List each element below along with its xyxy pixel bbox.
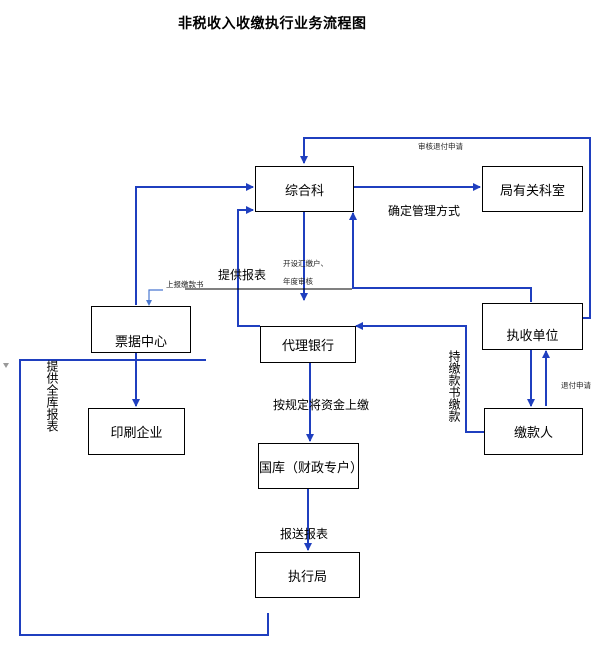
node-piaoju: 票据中心 [91,306,191,353]
node-guoku: 国库（财政专户） [258,443,364,489]
node-yinshua: 印刷企业 [88,408,185,455]
node-zhixing: 执行局 [255,552,360,598]
label-queding: 确定管理方式 [388,204,461,218]
label-niandu: 年度审核 [283,277,313,286]
label-chi-jiaokuan: 持缴款书缴款 [447,350,461,422]
label-kaishe: 开设汇缴户、 [283,259,328,268]
label-shenhe-top: 审核退付申请 [418,142,463,151]
edge-zhixing-loop [19,359,269,636]
label-shangbao: 上报缴款书 [166,280,204,289]
node-daili-label: 代理银行 [281,339,334,354]
label-tigong-baobiao: 提供报表 [218,268,267,282]
node-zonghe-label: 综合科 [284,183,324,199]
label-an-guiding: 按规定将资金上缴 [273,398,370,412]
edge-piaoju-to-zonghe [135,183,254,305]
edge-daili-to-zonghe [237,206,260,327]
node-juyou-label: 局有关科室 [499,183,565,199]
label-baosong: 报送报表 [280,527,329,541]
node-zonghe: 综合科 [255,166,354,212]
node-zhishou: 执收单位 [482,303,583,350]
edge-zhishou-to-zonghe [349,212,532,302]
node-zhishou-label: 执收单位 [506,329,559,344]
side-marker [3,363,9,368]
node-yinshua-label: 印刷企业 [110,426,163,441]
label-tigong-quanku: 提供全库报表 [45,360,59,432]
label-tuifu: 退付申请 [561,381,591,390]
edge-shangbao-arrow [148,289,163,303]
node-guoku-label: 国库（财政专户） [259,460,364,476]
diagram-title: 非税收入收缴执行业务流程图 [178,16,367,32]
node-daili: 代理银行 [260,326,356,363]
node-juyou: 局有关科室 [482,166,583,212]
node-jiaokuan: 缴款人 [484,408,583,455]
edge-zhishou-to-zonghe-top [300,137,591,319]
node-jiaokuan-label: 缴款人 [513,426,553,441]
node-zhixing-label: 执行局 [287,569,327,585]
edge-jiaokuan-to-daili [355,322,484,433]
node-piaoju-label: 票据中心 [114,335,167,350]
